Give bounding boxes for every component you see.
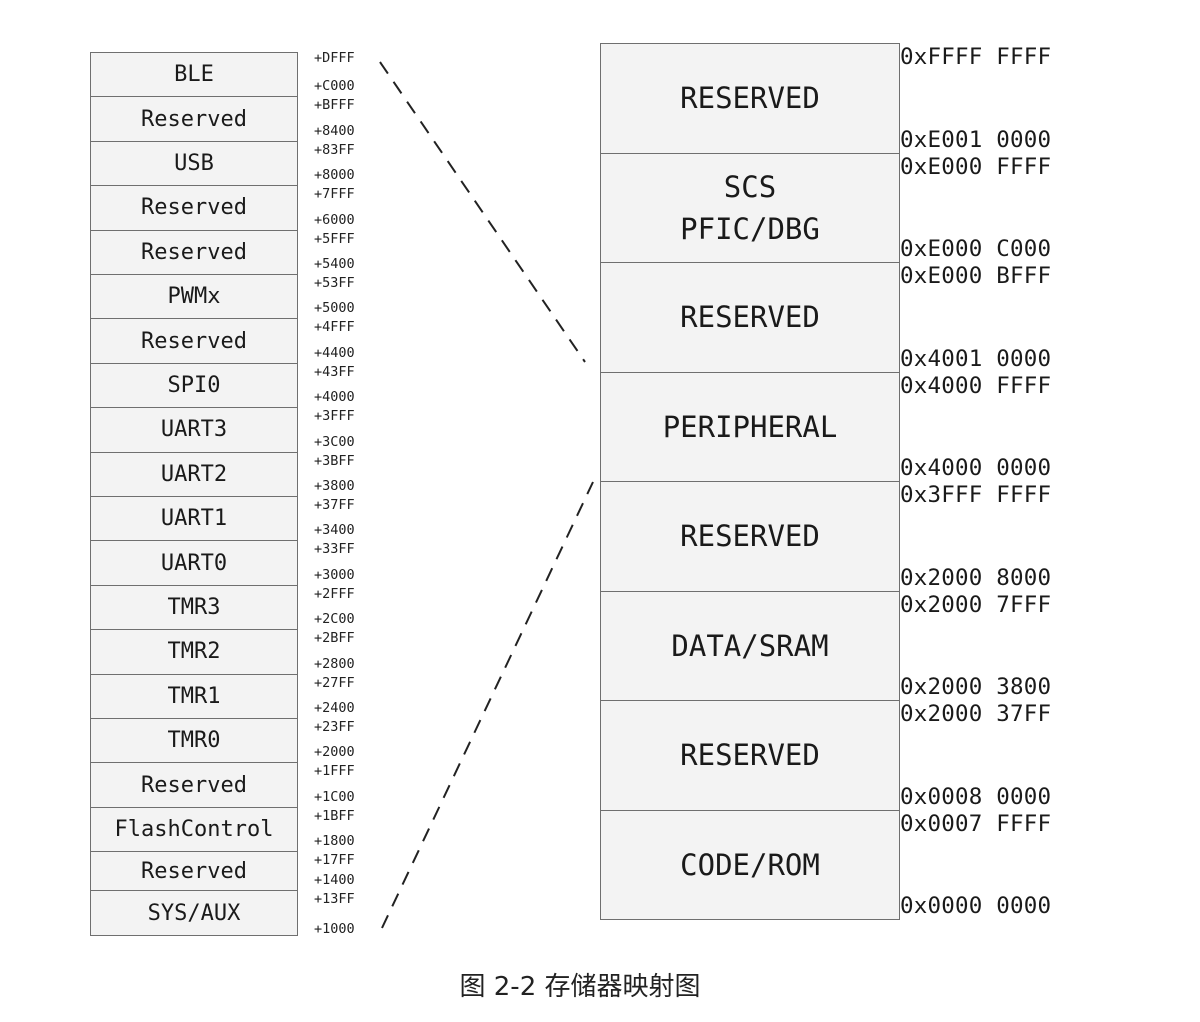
peripheral-block: TMR3 [90,584,298,631]
memory-region: SCS PFIC/DBG [600,152,900,263]
offset-label: +4400 [314,344,355,361]
peripheral-block: FlashControl [90,806,298,853]
peripheral-block: PWMx [90,274,298,320]
offset-label: +4000 [314,389,355,406]
region-start-address: 0x2000 3800 [900,674,1052,700]
region-end-address: 0xFFFF FFFF [900,44,1052,70]
offset-label: +83FF [314,141,355,158]
offset-label: +BFFF [314,97,355,114]
region-end-address: 0x3FFF FFFF [900,482,1052,508]
peripheral-block: Reserved [90,318,298,364]
offset-label: +1C00 [314,788,355,805]
offset-label: +17FF [314,852,355,869]
offset-label: +3FFF [314,408,355,425]
memory-region: RESERVED [600,262,900,373]
offset-label: +7FFF [314,186,355,203]
offset-label: +8000 [314,167,355,184]
peripheral-block: UART1 [90,496,298,542]
offset-label: +1BFF [314,807,355,824]
offset-label: +8400 [314,122,355,139]
offset-label: +1400 [314,872,355,888]
offset-label: +43FF [314,363,355,380]
connector-line-top [379,61,586,363]
peripheral-block: Reserved [90,96,298,142]
offset-label: +6000 [314,211,355,228]
region-end-address: 0x0007 FFFF [900,810,1052,837]
offset-label: +37FF [314,497,355,513]
region-start-address: 0xE000 C000 [900,236,1052,262]
offset-label: +3BFF [314,452,355,469]
offset-label: +C000 [314,78,355,95]
peripheral-block: UART3 [90,407,298,453]
peripheral-block: SYS/AUX [90,890,298,936]
offset-label: +1800 [314,833,355,850]
offset-label: +2FFF [314,585,355,602]
offset-label: +2400 [314,700,355,716]
memory-region: PERIPHERAL [600,371,900,482]
peripheral-block: Reserved [90,762,298,808]
region-start-address: 0x4000 0000 [900,455,1052,481]
offset-label: +23FF [314,719,355,735]
offset-label: +3400 [314,522,355,539]
region-end-address: 0x2000 37FF [900,701,1052,727]
offset-label: +2C00 [314,611,355,628]
offset-label: +DFFF [314,50,355,66]
memory-region: CODE/ROM [600,809,900,920]
offset-label: +4FFF [314,319,355,336]
peripheral-block: UART0 [90,540,298,586]
memory-region: RESERVED [600,700,900,811]
offset-label: +5400 [314,256,355,272]
offset-label: +5000 [314,300,355,317]
offset-label: +2BFF [314,630,355,647]
offset-label: +53FF [314,275,355,291]
offset-label: +2000 [314,744,355,761]
offset-label: +13FF [314,891,355,907]
peripheral-block: UART2 [90,451,298,497]
offset-label: +2800 [314,655,355,672]
region-start-address: 0xE001 0000 [900,126,1052,153]
region-end-address: 0xE000 BFFF [900,263,1052,289]
figure-caption: 图 2-2 存储器映射图 [459,972,701,1002]
peripheral-block: Reserved [90,185,298,231]
peripheral-block: USB [90,140,298,187]
region-end-address: 0x2000 7FFF [900,591,1052,618]
peripheral-block: SPI0 [90,362,298,409]
region-start-address: 0x0000 0000 [900,893,1052,919]
peripheral-block: BLE [90,52,298,98]
peripheral-block: Reserved [90,229,298,275]
memory-region: RESERVED [600,43,900,154]
memory-region: RESERVED [600,481,900,592]
offset-label: +3000 [314,566,355,583]
peripheral-block: TMR2 [90,629,298,675]
peripheral-block: Reserved [90,851,298,891]
offset-label: +33FF [314,541,355,558]
region-end-address: 0x4000 FFFF [900,372,1052,399]
peripheral-block: TMR0 [90,718,298,764]
region-start-address: 0x2000 8000 [900,564,1052,591]
region-start-address: 0x4001 0000 [900,345,1052,372]
offset-label: +5FFF [314,230,355,247]
region-end-address: 0xE000 FFFF [900,153,1052,180]
connector-line-bottom [381,481,594,929]
offset-label: +1FFF [314,763,355,780]
region-start-address: 0x0008 0000 [900,783,1052,810]
offset-label: +1000 [314,921,355,937]
offset-label: +3800 [314,478,355,494]
offset-label: +27FF [314,674,355,691]
peripheral-block: TMR1 [90,673,298,719]
offset-label: +3C00 [314,433,355,450]
memory-region: DATA/SRAM [600,590,900,701]
